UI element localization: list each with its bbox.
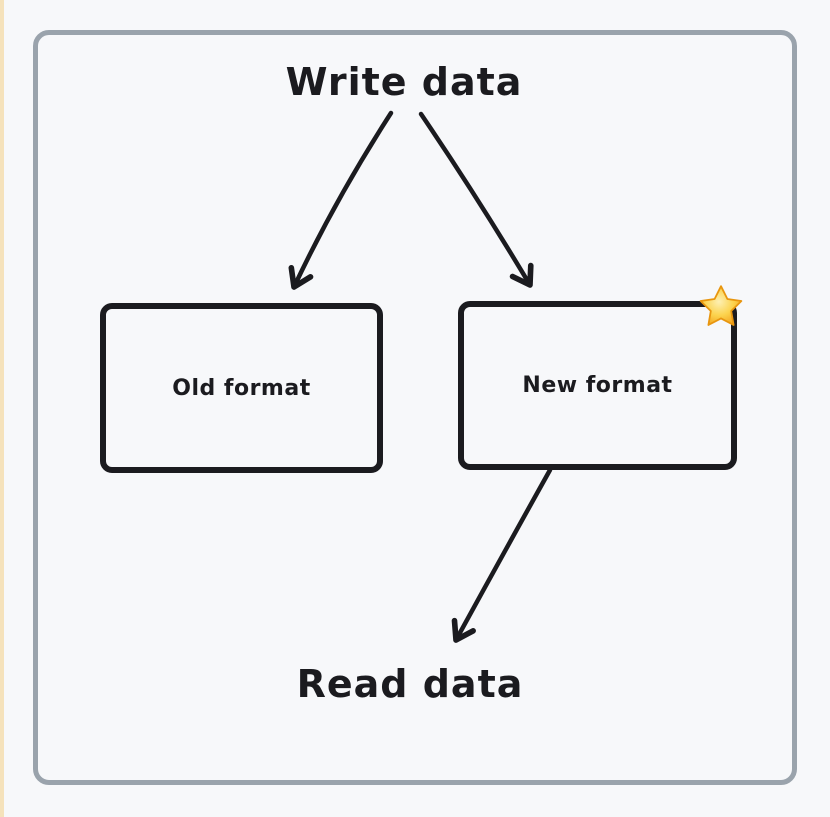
node-old-format: Old format [100, 303, 383, 473]
old-format-label: Old format [172, 375, 311, 401]
star-icon [699, 285, 743, 326]
left-edge-strip [0, 0, 4, 817]
new-format-label: New format [522, 373, 673, 398]
node-new-format: New format [458, 285, 743, 470]
read-data-label: Read data [296, 662, 524, 706]
diagram-frame [33, 30, 797, 785]
write-data-label: Write data [285, 60, 523, 104]
